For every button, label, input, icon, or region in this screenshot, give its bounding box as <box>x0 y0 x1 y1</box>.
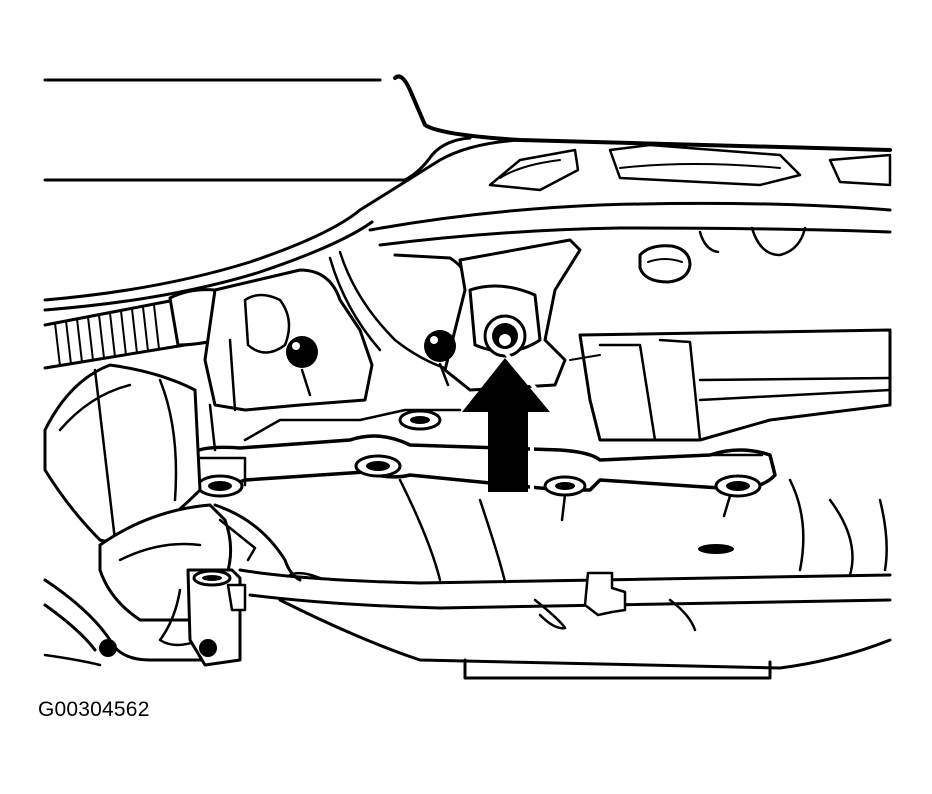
oil-pan <box>238 478 892 680</box>
bushings <box>196 409 762 522</box>
engine-block <box>203 250 472 412</box>
lower-bracket <box>99 518 257 667</box>
mount-bracket <box>443 238 582 392</box>
body-panel-lines <box>43 78 407 182</box>
transmission-housing <box>569 328 892 442</box>
figure-id-label: G00304562 <box>38 698 150 721</box>
body-sill <box>43 74 892 312</box>
subframe-upper <box>368 143 892 247</box>
arrow-up-icon <box>462 350 563 496</box>
frame-rail <box>213 503 322 582</box>
bolt-heads <box>286 330 456 397</box>
exhaust-pipe <box>43 363 233 667</box>
drain-plug <box>638 226 807 284</box>
